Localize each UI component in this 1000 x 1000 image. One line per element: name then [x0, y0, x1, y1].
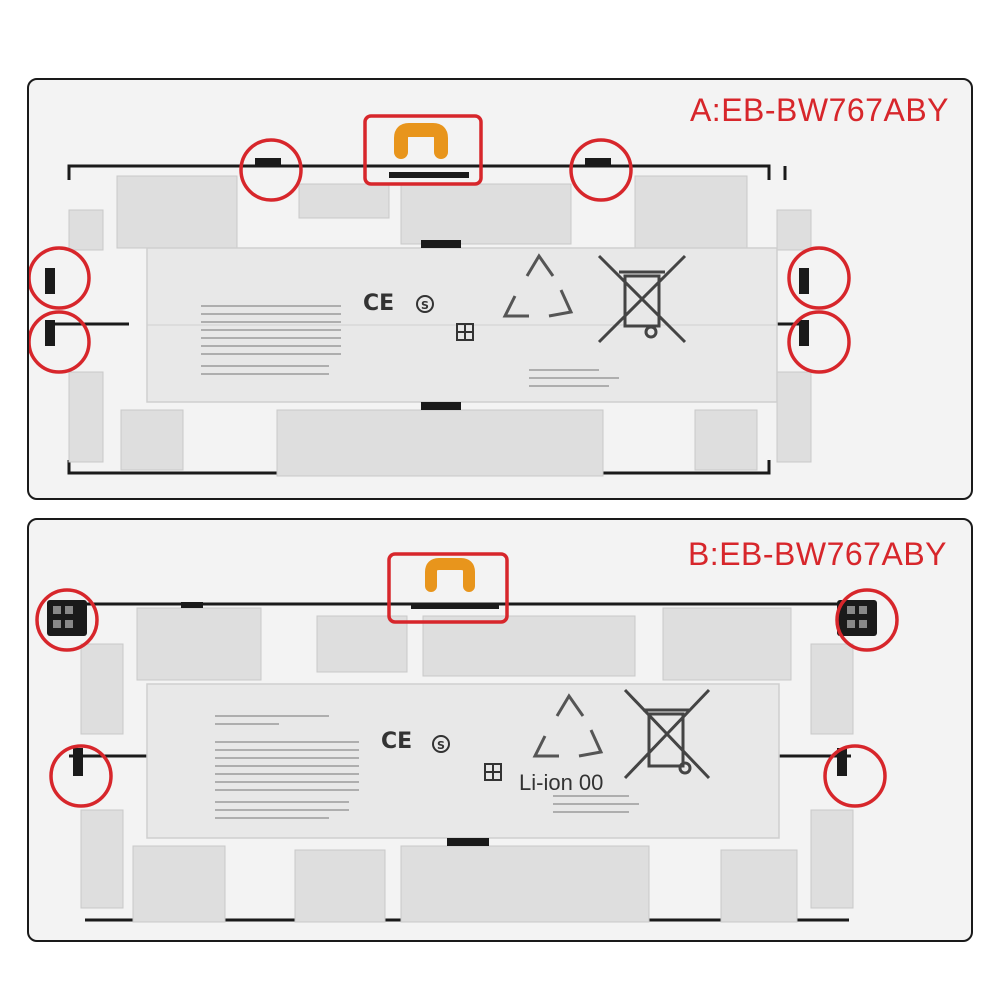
- highlight-top-left-clip: [239, 138, 303, 202]
- battery-a-illustration: CE S: [29, 114, 851, 477]
- highlight-left-clip-b: [49, 744, 113, 808]
- battery-b-tapes: [80, 607, 854, 923]
- certification-icon-b: [484, 763, 502, 781]
- flex-cable-b: [425, 558, 475, 592]
- highlight-markers-a: [29, 114, 851, 374]
- battery-panel-b: B:EB-BW767ABY: [27, 518, 973, 942]
- circle-mark-icon-b: [432, 735, 450, 753]
- highlight-right-lower-clip: [787, 310, 851, 374]
- certification-icon: [456, 323, 474, 341]
- highlight-right-upper-clip: [787, 246, 851, 310]
- corner-connector-pins: [53, 606, 867, 628]
- highlight-markers-b: [35, 552, 899, 808]
- crossed-bin-icon: [597, 254, 687, 344]
- battery-panel-a: A:EB-BW767ABY: [27, 78, 973, 500]
- circle-mark-icon: [416, 295, 434, 313]
- panel-a-title: A:EB-BW767ABY: [689, 92, 949, 128]
- highlight-left-lower-clip: [29, 310, 91, 374]
- li-ion-label: Li-ion 00: [519, 770, 603, 795]
- highlight-top-left-connector: [35, 588, 99, 652]
- highlight-flex-cable-b: [387, 552, 509, 624]
- battery-a-tapes: [68, 175, 812, 477]
- highlight-left-upper-clip: [29, 246, 91, 310]
- flex-cable-a: [394, 123, 448, 159]
- recycle-icon-b: [532, 693, 604, 758]
- battery-a-clips: [45, 158, 809, 346]
- highlight-flex-cable: [363, 114, 483, 186]
- highlight-top-right-clip: [569, 138, 633, 202]
- recycle-icon: [502, 253, 574, 318]
- circle-mark-letter: S: [421, 299, 429, 312]
- battery-b-illustration: CE S Li-ion 00: [35, 552, 899, 923]
- highlight-top-right-connector: [835, 588, 899, 652]
- ce-mark: CE: [363, 291, 394, 316]
- battery-b-label-text: [215, 715, 639, 819]
- ce-mark-b: CE: [381, 729, 412, 754]
- panel-b-title: B:EB-BW767ABY: [687, 536, 947, 572]
- circle-mark-letter-b: S: [437, 739, 445, 752]
- battery-a-label-text: [201, 305, 619, 387]
- crossed-bin-icon-b: [623, 688, 711, 780]
- highlight-right-clip-b: [823, 744, 887, 808]
